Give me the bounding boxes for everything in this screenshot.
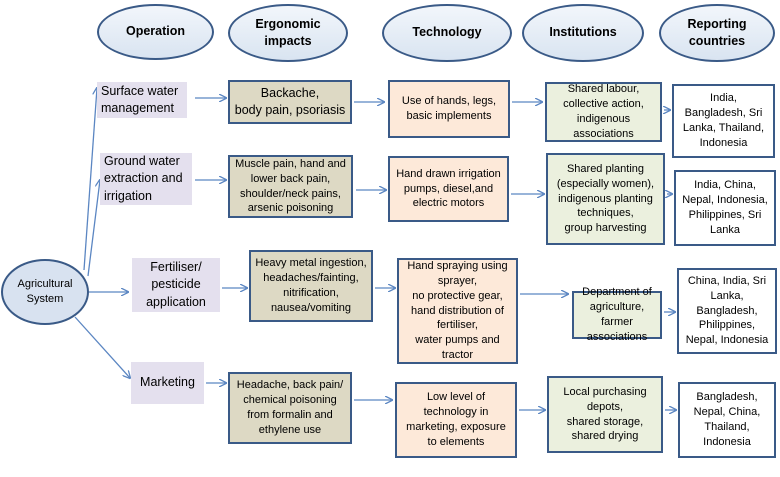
technology-3: Hand spraying using sprayer, no protecti… bbox=[397, 258, 518, 364]
ergonomic-impact-4: Headache, back pain/ chemical poisoning … bbox=[228, 372, 352, 444]
arrow-root-to-marketing bbox=[74, 316, 130, 378]
operation-marketing: Marketing bbox=[131, 362, 204, 404]
header-institutions: Institutions bbox=[522, 4, 644, 62]
institutions-4: Local purchasing depots, shared storage,… bbox=[547, 376, 663, 453]
arrow-root-to-ground bbox=[87, 180, 100, 277]
operation-fertiliser: Fertiliser/ pesticide application bbox=[132, 258, 220, 312]
arrow-root-to-surface bbox=[83, 88, 97, 271]
ergonomic-impact-2: Muscle pain, hand and lower back pain, s… bbox=[228, 155, 353, 218]
ergonomic-impact-1: Backache, body pain, psoriasis bbox=[228, 80, 352, 124]
header-technology: Technology bbox=[382, 4, 512, 62]
agricultural-system-node: Agricultural System bbox=[1, 259, 89, 325]
header-reporting-countries: Reporting countries bbox=[659, 4, 775, 62]
operation-surface-water: Surface water management bbox=[97, 82, 187, 118]
reporting-countries-1: India, Bangladesh, Sri Lanka, Thailand, … bbox=[672, 84, 775, 158]
technology-2: Hand drawn irrigation pumps, diesel,and … bbox=[388, 156, 509, 222]
header-ergonomic-impacts: Ergonomic impacts bbox=[228, 4, 348, 62]
reporting-countries-2: India, China, Nepal, Indonesia, Philippi… bbox=[674, 170, 776, 246]
technology-4: Low level of technology in marketing, ex… bbox=[395, 382, 517, 458]
technology-1: Use of hands, legs, basic implements bbox=[388, 80, 510, 138]
header-operation: Operation bbox=[97, 4, 214, 60]
institutions-1: Shared labour, collective action, indige… bbox=[545, 82, 662, 142]
institutions-2: Shared planting (especially women), indi… bbox=[546, 153, 665, 245]
ergonomic-impact-3: Heavy metal ingestion, headaches/faintin… bbox=[249, 250, 373, 322]
institutions-3: Department of agriculture, farmer associ… bbox=[572, 286, 662, 343]
reporting-countries-3: China, India, Sri Lanka, Bangladesh, Phi… bbox=[677, 268, 777, 354]
reporting-countries-4: Bangladesh, Nepal, China, Thailand, Indo… bbox=[678, 382, 776, 458]
operation-ground-water: Ground water extraction and irrigation bbox=[100, 153, 192, 205]
